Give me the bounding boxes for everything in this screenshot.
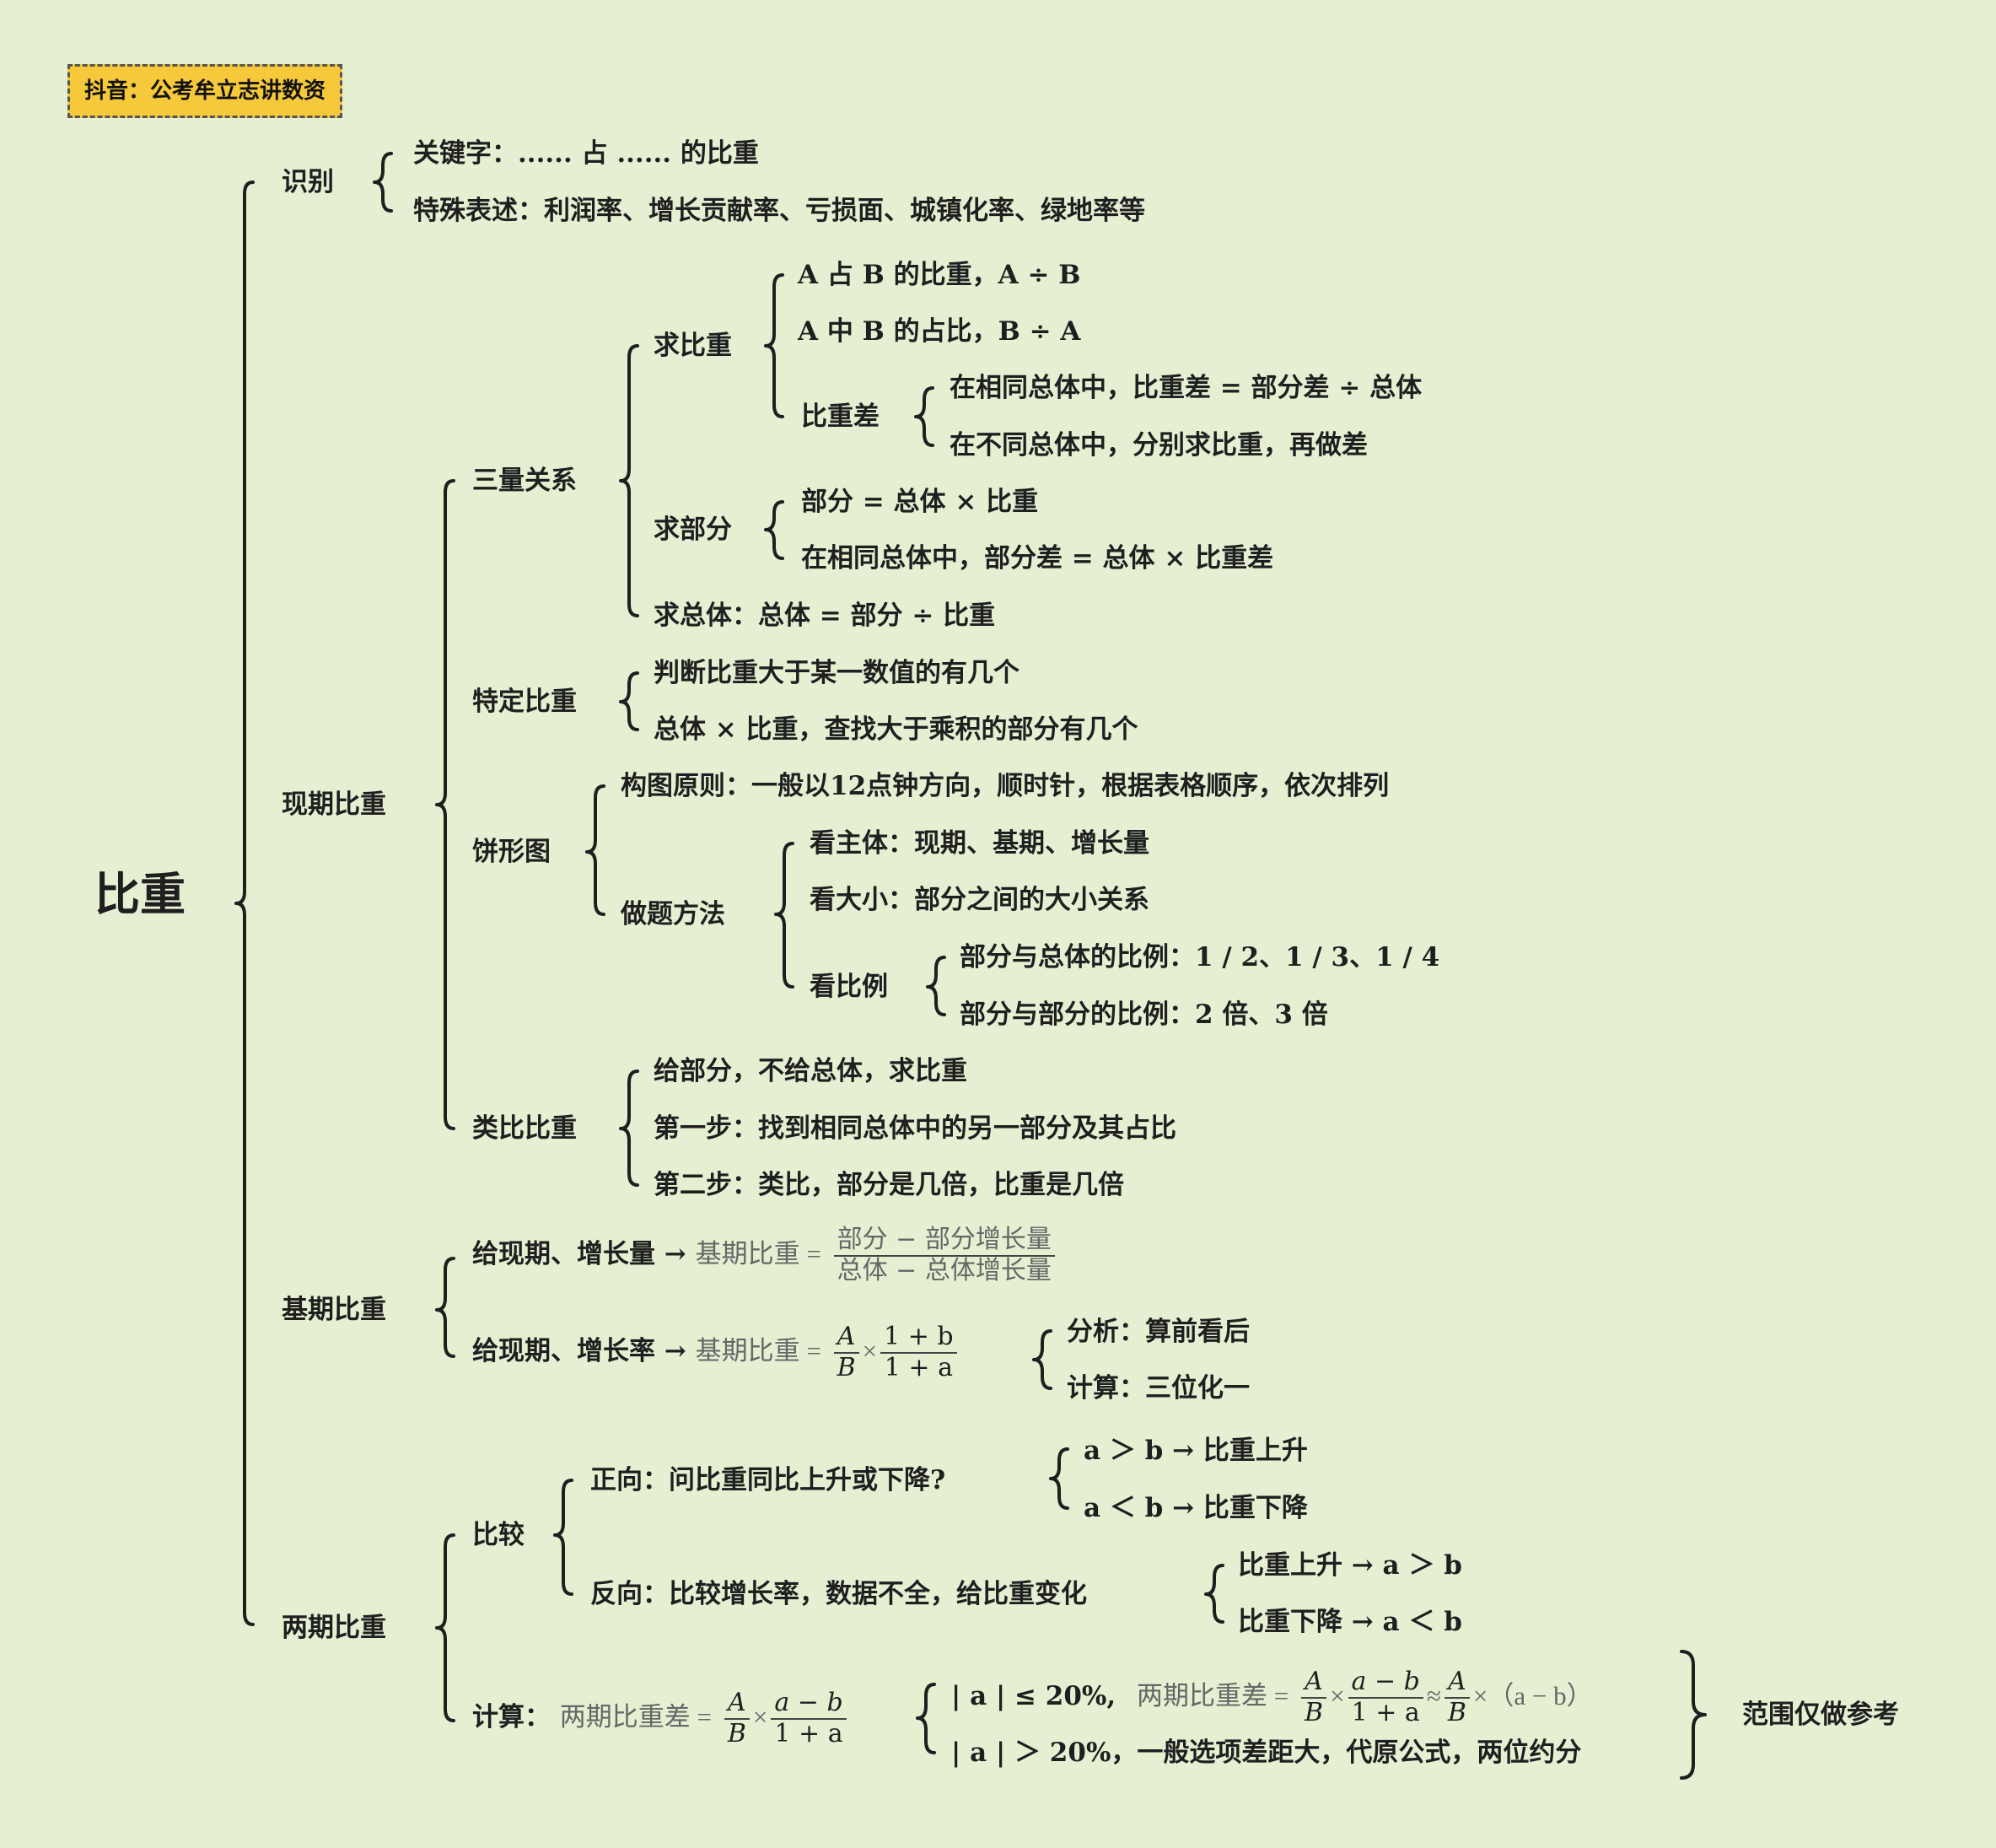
leaf-a-zhong-b: A 中 B 的占比，B ÷ A bbox=[798, 316, 1081, 347]
leaf-qiuzongti: 求总体：总体 = 部分 ÷ 比重 bbox=[654, 601, 996, 631]
leaf-teding-2: 总体 × 比重，查找大于乘积的部分有几个 bbox=[654, 714, 1138, 745]
node-zhengxiang: 正向：问比重同比上升或下降? bbox=[590, 1465, 946, 1495]
node-fanxiang: 反向：比较增长率，数据不全，给比重变化 bbox=[590, 1579, 1087, 1609]
leaf-kan-zhuti: 看主体：现期、基期、增长量 bbox=[810, 828, 1149, 859]
leaf-leibi-3: 第二步：类比，部分是几倍，比重是几倍 bbox=[654, 1170, 1124, 1200]
node-xianqi: 现期比重 bbox=[282, 789, 386, 820]
leaf-keyword: 关键字：...... 占 ...... 的比重 bbox=[413, 138, 759, 169]
node-bijiao: 比较 bbox=[472, 1520, 525, 1550]
node-teding: 特定比重 bbox=[472, 687, 577, 717]
leaf-a-gt-b: a ＞ b → 比重上升 bbox=[1084, 1436, 1308, 1466]
leaf-part-diff-formula: 在相同总体中，部分差 = 总体 × 比重差 bbox=[801, 543, 1274, 574]
leaf-kan-daxiao: 看大小：部分之间的大小关系 bbox=[810, 885, 1149, 915]
leaf-part-formula: 部分 = 总体 × 比重 bbox=[801, 487, 1039, 517]
leaf-diff-total-diff: 在不同总体中，分别求比重，再做差 bbox=[950, 430, 1368, 461]
bracket-range-close bbox=[1680, 1650, 1707, 1780]
bracket-jisuan bbox=[916, 1683, 936, 1754]
case1-cond: | a | ≤ 20%, bbox=[951, 1681, 1116, 1711]
bracket-xianqi bbox=[435, 479, 455, 1130]
node-zuoti: 做题方法 bbox=[621, 899, 725, 929]
bracket-bingxing bbox=[585, 784, 605, 916]
bracket-qiubizhong bbox=[764, 273, 784, 418]
bracket-jiqi-2 bbox=[1032, 1329, 1052, 1390]
leaf-a-zhan-b: A 占 B 的比重，A ÷ B bbox=[798, 260, 1081, 290]
node-shibie: 识别 bbox=[282, 167, 334, 197]
leaf-goutu: 构图原则：一般以12点钟方向，顺时针，根据表格顺序，依次排列 bbox=[621, 771, 1390, 801]
bracket-jiqi bbox=[435, 1257, 455, 1358]
bracket-qiubufen bbox=[764, 500, 784, 560]
bracket-zuoti bbox=[774, 842, 794, 989]
leaf-fall-a-lt-b: 比重下降 → a ＜ b bbox=[1238, 1607, 1462, 1637]
bracket-zheng bbox=[1049, 1447, 1069, 1510]
node-qiubufen: 求部分 bbox=[654, 515, 732, 545]
node-jiqi: 基期比重 bbox=[282, 1295, 386, 1325]
leaf-part-part-ratio: 部分与部分的比例：2 倍、3 倍 bbox=[960, 999, 1328, 1030]
bracket-root bbox=[234, 180, 255, 1626]
root-node: 比重 bbox=[94, 867, 186, 921]
bracket-bijiao bbox=[553, 1479, 573, 1596]
jiqi-2-lhs: 基期比重 = bbox=[695, 1336, 821, 1366]
node-sanliang: 三量关系 bbox=[472, 466, 577, 496]
bracket-leibi bbox=[619, 1069, 639, 1187]
node-bizhongcha: 比重差 bbox=[801, 401, 880, 432]
bracket-sanliang bbox=[619, 344, 639, 617]
note-range: 范围仅做参考 bbox=[1742, 1700, 1899, 1730]
jiqi-1-lhs: 基期比重 = bbox=[695, 1239, 821, 1269]
leaf-teding-1: 判断比重大于某一数值的有几个 bbox=[654, 658, 1020, 688]
leaf-leibi-2: 第一步：找到相同总体中的另一部分及其占比 bbox=[654, 1113, 1176, 1144]
case1-lhs: 两期比重差 = bbox=[1136, 1681, 1289, 1711]
formula-jiqi-1: 给现期、增长量 → 基期比重 = 部分 − 部分增长量总体 − 总体增长量 bbox=[472, 1225, 1058, 1285]
leaf-fenxi: 分析：算前看后 bbox=[1067, 1317, 1250, 1347]
leaf-part-total-ratio: 部分与总体的比例：1 / 2、1 / 3、1 / 4 bbox=[960, 942, 1440, 972]
node-leibi: 类比比重 bbox=[472, 1113, 577, 1144]
leaf-case-large: | a | ＞ 20%，一般选项差距大，代原公式，两位约分 bbox=[951, 1738, 1582, 1768]
bracket-shibie bbox=[373, 152, 393, 213]
leaf-leibi-1: 给部分，不给总体，求比重 bbox=[654, 1056, 967, 1086]
jisuan-lhs: 两期比重差 = bbox=[559, 1702, 713, 1732]
node-qiubizhong: 求比重 bbox=[654, 331, 732, 361]
leaf-a-lt-b: a ＜ b → 比重下降 bbox=[1084, 1493, 1308, 1523]
leaf-rise-a-gt-b: 比重上升 → a ＞ b bbox=[1238, 1550, 1462, 1581]
node-bingxing: 饼形图 bbox=[472, 837, 551, 867]
leaf-special-terms: 特殊表述：利润率、增长贡献率、亏损面、城镇化率、绿地率等 bbox=[413, 196, 1145, 226]
jiqi-2-lead: 给现期、增长率 → bbox=[472, 1336, 686, 1366]
bracket-teding bbox=[619, 671, 639, 731]
douyin-badge: 抖音：公考牟立志讲数资 bbox=[67, 64, 342, 118]
bracket-kanbili bbox=[926, 956, 946, 1016]
bracket-bizhongcha bbox=[914, 386, 934, 447]
jiqi-1-fraction: 部分 − 部分增长量总体 − 总体增长量 bbox=[833, 1225, 1055, 1285]
bracket-fan bbox=[1204, 1564, 1224, 1624]
bracket-liangqi bbox=[435, 1533, 455, 1722]
node-kanbili: 看比例 bbox=[810, 972, 888, 1002]
leaf-same-total-diff: 在相同总体中，比重差 = 部分差 ÷ 总体 bbox=[950, 373, 1423, 403]
node-liangqi: 两期比重 bbox=[282, 1613, 386, 1643]
leaf-jisuan-sanwei: 计算：三位化一 bbox=[1067, 1373, 1250, 1404]
jisuan-label: 计算： bbox=[472, 1702, 551, 1732]
jiqi-1-lead: 给现期、增长量 → bbox=[472, 1239, 686, 1269]
